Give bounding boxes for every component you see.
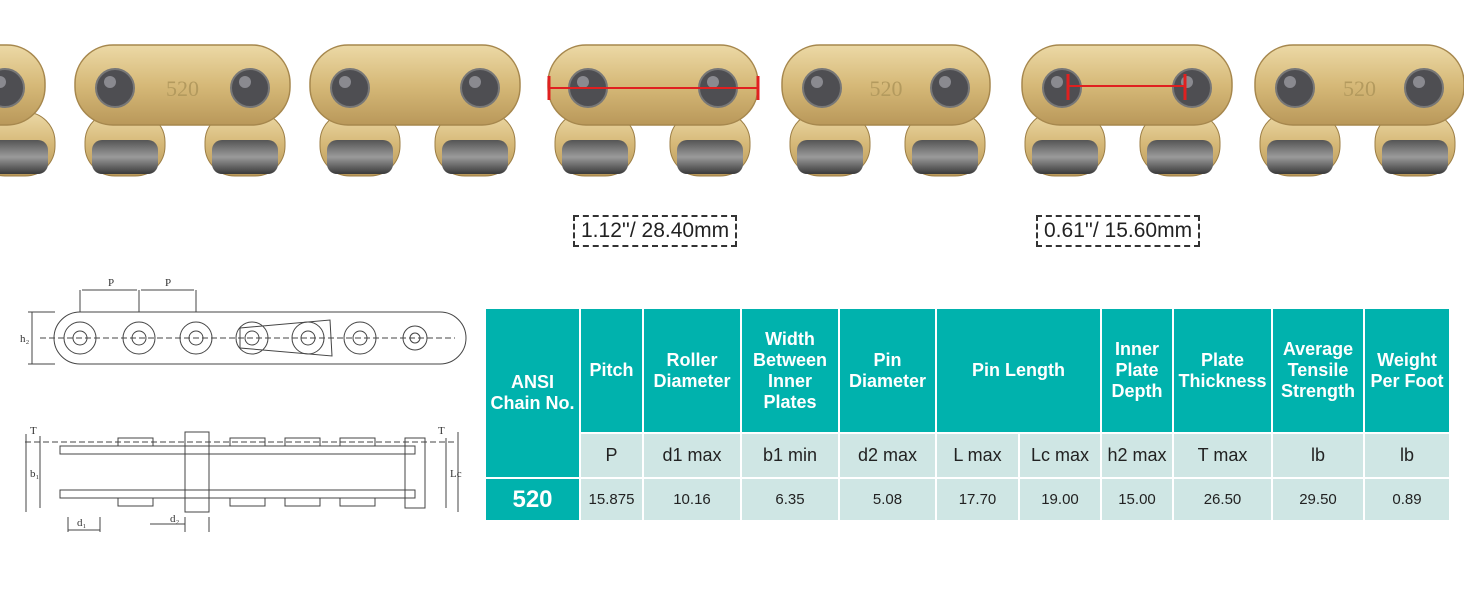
chain-link-plate xyxy=(309,44,521,126)
unit-cell: d1 max xyxy=(644,434,740,477)
value-cell: 0.89 xyxy=(1365,479,1449,520)
value-cell: 17.70 xyxy=(937,479,1018,520)
d1-dim-label: d₁ xyxy=(77,517,87,529)
unit-cell: lb xyxy=(1365,434,1449,477)
chain-photo: 520 520 520 xyxy=(0,0,1464,200)
header-roller: Roller Diameter xyxy=(644,309,740,432)
table-row: 520 15.875 10.16 6.35 5.08 17.70 19.00 1… xyxy=(486,479,1449,520)
header-width: Width Between Inner Plates xyxy=(742,309,838,432)
unit-cell: d2 max xyxy=(840,434,935,477)
header-pin-length: Pin Length xyxy=(937,309,1100,432)
unit-cell: P xyxy=(581,434,642,477)
t-dim-label: T xyxy=(30,425,37,437)
header-pitch: Pitch xyxy=(581,309,642,432)
unit-cell: T max xyxy=(1174,434,1271,477)
header-row: ANSI Chain No. Pitch Roller Diameter Wid… xyxy=(486,309,1449,477)
chain-technical-diagram: P P h₂ T T b₁ Lc d₁ d₂ xyxy=(20,277,467,532)
value-cell: 10.16 xyxy=(644,479,740,520)
unit-cell: lb xyxy=(1273,434,1363,477)
chain-link-plate xyxy=(547,44,759,126)
h2-dim-label: h₂ xyxy=(20,333,30,345)
pitch-dim-label: P xyxy=(108,277,114,289)
units-row: P d1 max b1 min d2 max L max Lc max h2 m… xyxy=(486,434,1449,477)
unit-cell: b1 min xyxy=(742,434,838,477)
pitch-measure-line xyxy=(547,76,760,100)
unit-cell: L max xyxy=(937,434,1018,477)
value-cell: 6.35 xyxy=(742,479,838,520)
header-weight: Weight Per Foot xyxy=(1365,309,1449,432)
pitch-measure-label: 1.12''/ 28.40mm xyxy=(573,215,738,247)
inner-width-measure-label: 0.61''/ 15.60mm xyxy=(1036,215,1201,247)
header-pin-diameter: Pin Diameter xyxy=(840,309,935,432)
lc-dim-label: Lc xyxy=(450,468,462,480)
header-tensile: Average Tensile Strength xyxy=(1273,309,1363,432)
chain-link-plate xyxy=(0,44,46,126)
value-cell: 15.00 xyxy=(1102,479,1172,520)
value-cell: 15.875 xyxy=(581,479,642,520)
plate-stamp-text: 520 xyxy=(1343,76,1376,101)
plate-stamp-text: 520 xyxy=(166,76,199,101)
chain-link-plate xyxy=(74,44,291,126)
chain-link-plate xyxy=(781,44,991,126)
plate-stamp-text: 520 xyxy=(870,76,903,101)
header-thickness: Plate Thickness xyxy=(1174,309,1271,432)
header-model: ANSI Chain No. xyxy=(486,309,579,477)
header-depth: Inner Plate Depth xyxy=(1102,309,1172,432)
value-cell: 26.50 xyxy=(1174,479,1271,520)
b1-dim-label: b₁ xyxy=(30,468,40,480)
value-cell: 19.00 xyxy=(1020,479,1100,520)
unit-cell: Lc max xyxy=(1020,434,1100,477)
unit-cell: h2 max xyxy=(1102,434,1172,477)
d2-dim-label: d₂ xyxy=(170,513,180,525)
value-cell: 5.08 xyxy=(840,479,935,520)
t-dim-label-2: T xyxy=(438,425,445,437)
value-cell: 29.50 xyxy=(1273,479,1363,520)
model-cell: 520 xyxy=(486,479,579,520)
spec-table: ANSI Chain No. Pitch Roller Diameter Wid… xyxy=(484,307,1451,522)
pitch-dim-label-2: P xyxy=(165,277,171,289)
inner-measure-line xyxy=(1066,74,1187,100)
chain-link-plate xyxy=(1254,44,1464,126)
